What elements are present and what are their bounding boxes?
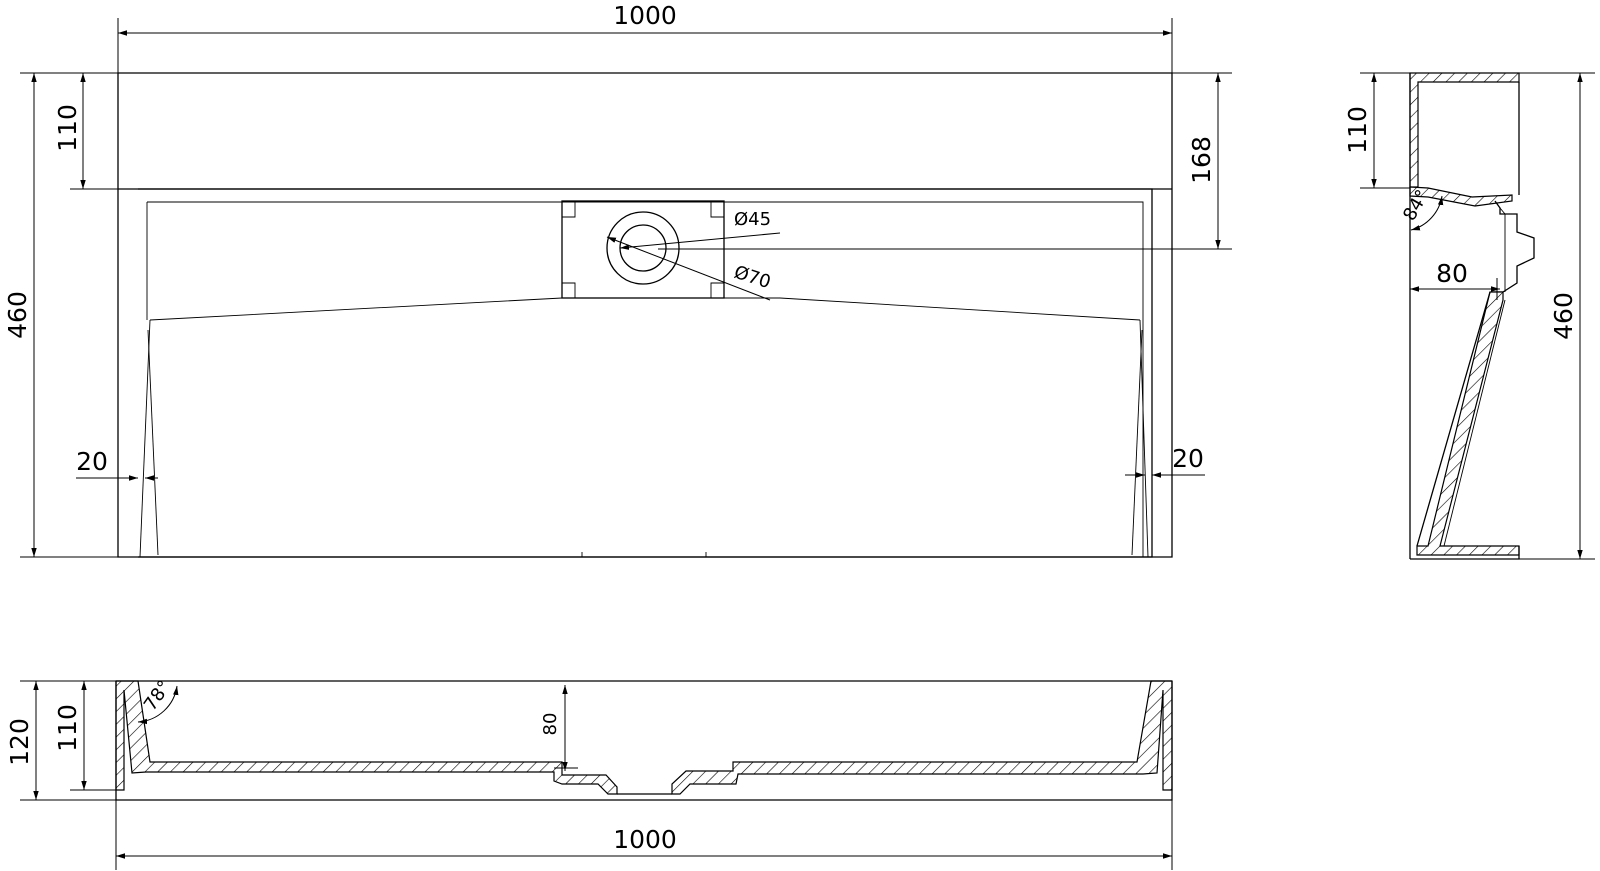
taper-right [1139,319,1149,558]
dim-d45-label: Ø45 [734,209,771,230]
dim-leader-d45 [619,232,781,250]
slope-break-line [149,297,1141,321]
drain-inner-circle [619,224,667,272]
drain-plate-clips [562,201,724,298]
dim-height-left-label: 460 [3,291,32,339]
side-drain-profile [1492,200,1535,293]
top-view: 1000 460 110 168 Ø45 Ø70 20 20 [3,1,1232,558]
basin-rim [138,188,1153,558]
drain-outer-circle [606,211,680,285]
dim-back-ledge-label: 110 [53,104,82,152]
dim-front-inner-height-label: 110 [53,704,82,752]
dim-side-ledge-label: 110 [1343,106,1372,154]
dim-arc-side-angle [1410,195,1444,231]
front-left-wall-section [115,680,618,795]
dim-front-angle-label: 78° [140,677,176,715]
side-view: 110 84° 80 460 [1343,72,1595,560]
side-drain-inner [1499,207,1506,292]
dim-front-total-height-label: 120 [5,718,34,766]
dim-side-left-label: 20 [76,447,108,476]
front-outline [115,681,1173,801]
taper-left-inner [147,329,159,556]
dim-width-bottom-label: 1000 [613,825,677,854]
taper-right-inner [1131,329,1143,556]
side-slant-outer [1416,291,1491,547]
side-slanted-section [1416,291,1520,556]
dim-front-drain-depth-label: 80 [540,713,561,736]
dim-arc-front-angle [137,685,179,725]
side-slant-inner [1443,299,1506,547]
taper-left [139,319,151,558]
dim-d70-label: Ø70 [731,262,773,293]
dim-drain-offset-label: 168 [1187,136,1216,184]
dim-side-height-label: 460 [1549,292,1578,340]
basin-inner-rim [147,201,1144,557]
front-view: 120 110 78° 80 1000 [5,677,1173,870]
dim-side-right-label: 20 [1172,444,1204,473]
dim-leader-d70 [606,236,771,301]
front-right-wall-section [671,680,1173,795]
dim-side-depth-label: 80 [1436,259,1468,288]
top-view-outline [117,72,1173,558]
dim-width-top-label: 1000 [613,1,677,30]
side-top-wall-section [1409,72,1520,188]
